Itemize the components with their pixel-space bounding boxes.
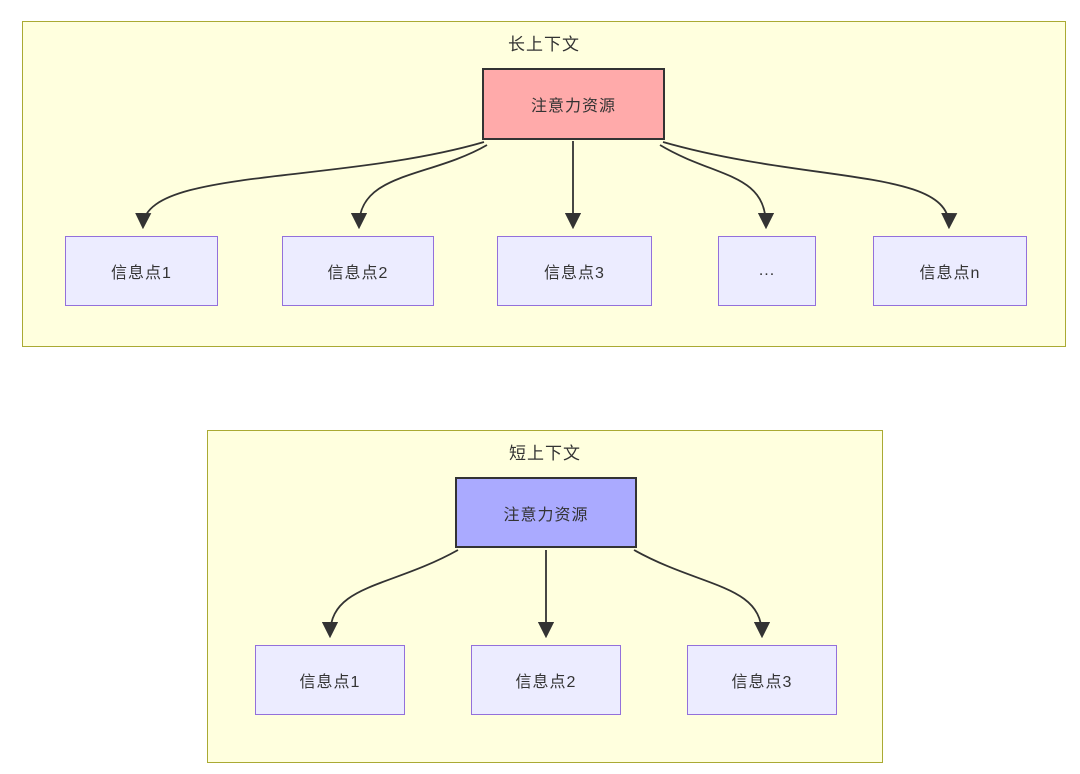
attention-node-short: 注意力资源 xyxy=(455,477,637,548)
short-context-title: 短上下文 xyxy=(509,444,581,463)
info-node-long-1: 信息点1 xyxy=(65,236,218,306)
info-node-long-n: 信息点n xyxy=(873,236,1027,306)
info-node-short-1: 信息点1 xyxy=(255,645,405,715)
info-node-short-2: 信息点2 xyxy=(471,645,621,715)
info-node-long-2: 信息点2 xyxy=(282,236,434,306)
info-node-short-3: 信息点3 xyxy=(687,645,837,715)
attention-node-long: 注意力资源 xyxy=(482,68,665,140)
long-context-title: 长上下文 xyxy=(508,35,580,54)
info-node-long-3: 信息点3 xyxy=(497,236,652,306)
info-node-long-ellipsis: ... xyxy=(718,236,816,306)
